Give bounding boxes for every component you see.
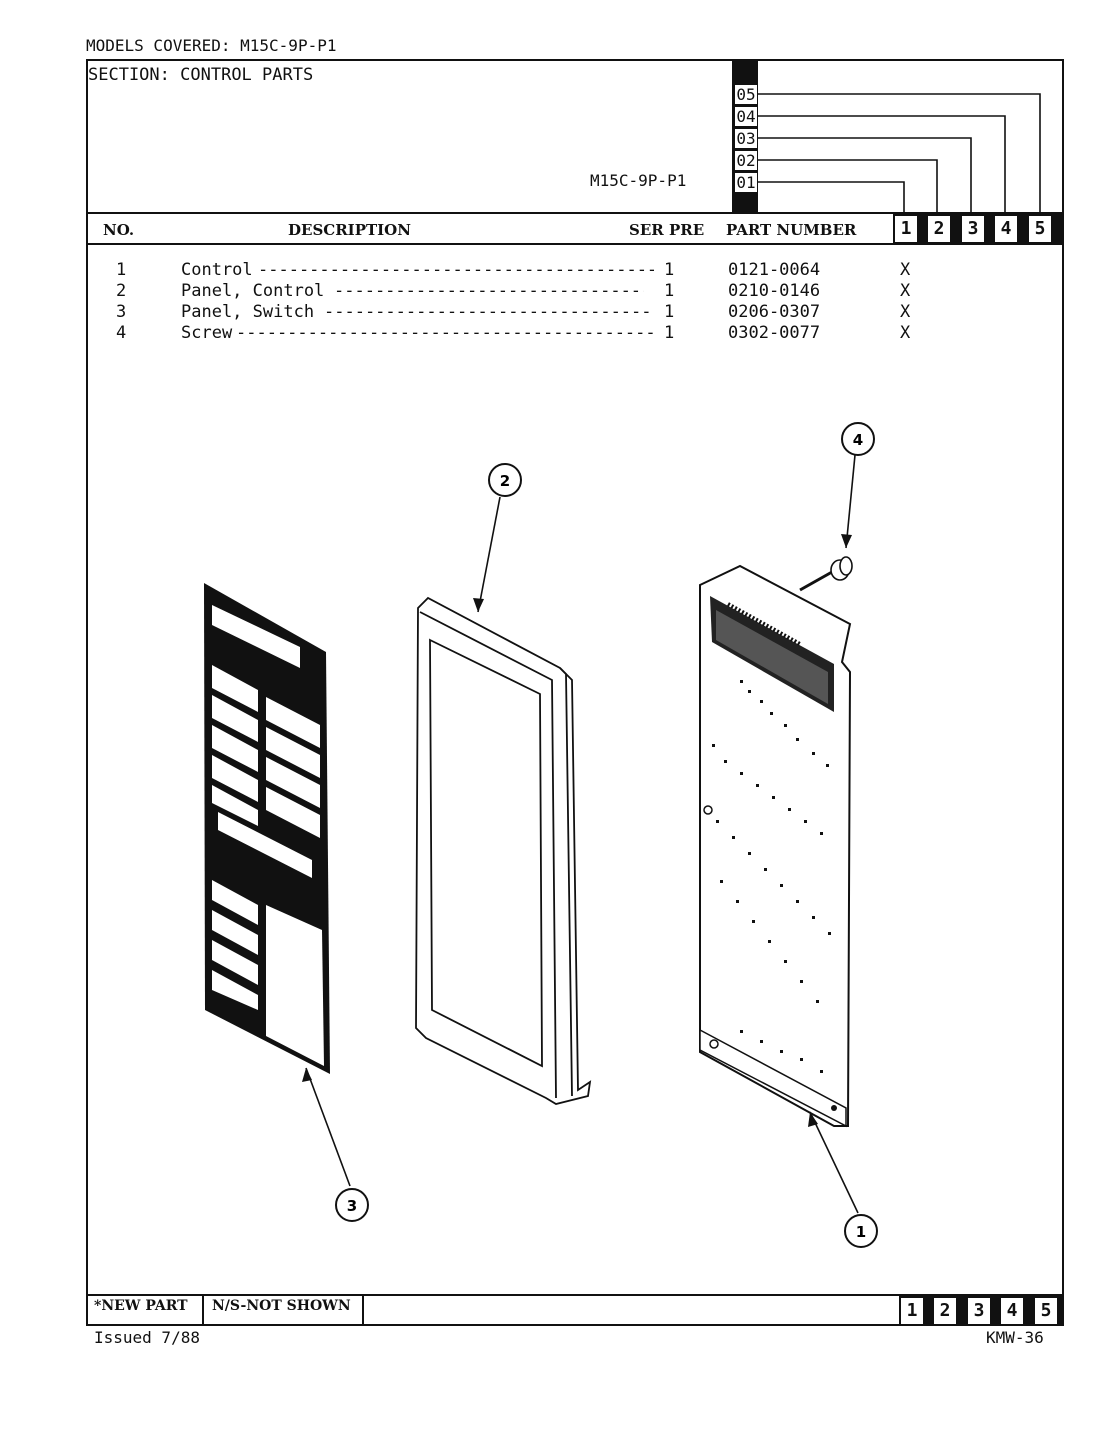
- callout-label: 1: [856, 1223, 866, 1241]
- column-header-part-number: PART NUMBER: [726, 221, 857, 239]
- section-title: SECTION: CONTROL PARTS: [88, 65, 314, 85]
- callout-label: 3: [347, 1197, 357, 1215]
- callout-leaders: [305, 454, 859, 1214]
- callout-label: 4: [853, 431, 863, 449]
- footer-model-column: 3: [966, 1298, 990, 1324]
- table-row-part-number: 0302-0077: [728, 323, 821, 343]
- legend-new-part: *NEW PART: [94, 1298, 188, 1314]
- table-row-mark: X: [900, 260, 911, 280]
- callout-label: 2: [500, 472, 510, 490]
- divider: [202, 1296, 204, 1326]
- leader-dashes: ------------------------------------: [334, 281, 644, 301]
- footer-model-column: 4: [999, 1298, 1023, 1324]
- callout-3: 3: [335, 1188, 369, 1222]
- leader-dashes: --------------------------------------: [324, 302, 654, 322]
- table-row-mark: X: [900, 302, 911, 322]
- model-column: 4: [993, 216, 1017, 242]
- table-row-qty: 1: [664, 260, 675, 280]
- table-row-qty: 1: [664, 323, 675, 343]
- model-column: 5: [1027, 216, 1051, 242]
- model-column: 3: [960, 216, 984, 242]
- divider: [86, 212, 1064, 214]
- table-row-description: Screw: [181, 323, 233, 343]
- footer-model-column: 2: [932, 1298, 956, 1324]
- table-row-part-number: 0210-0146: [728, 281, 821, 301]
- page-id: KMW-36: [986, 1328, 1044, 1347]
- control-board-drawing: [699, 564, 852, 1128]
- page-frame: [86, 59, 1064, 1326]
- leader-dashes: ----------------------------------------…: [258, 260, 654, 280]
- leader-dashes: ----------------------------------------…: [236, 323, 654, 343]
- version-code: 03: [734, 128, 758, 149]
- issued-date: Issued 7/88: [94, 1328, 200, 1347]
- model-id: M15C-9P-P1: [590, 171, 687, 190]
- divider: [86, 243, 1064, 245]
- table-row-no: 2: [116, 281, 127, 301]
- screw-drawing: [799, 556, 853, 592]
- table-row-description: Panel, Switch: [181, 302, 315, 322]
- table-row-description: Panel, Control: [181, 281, 325, 301]
- arrow-heads: [302, 534, 852, 1127]
- table-row-part-number: 0206-0307: [728, 302, 821, 322]
- column-header-no: NO.: [103, 221, 135, 239]
- divider: [86, 1294, 1064, 1296]
- model-column: 1: [893, 216, 917, 242]
- column-header-ser-pre: SER PRE: [629, 221, 705, 239]
- version-leader-lines: [758, 93, 1041, 216]
- switch-panel-drawing: [204, 583, 330, 1074]
- table-row-qty: 1: [664, 281, 675, 301]
- legend-not-shown: N/S-NOT SHOWN: [212, 1298, 351, 1314]
- table-row-no: 3: [116, 302, 127, 322]
- version-code: 02: [734, 150, 758, 171]
- callout-4: 4: [841, 422, 875, 456]
- callout-1: 1: [844, 1214, 878, 1248]
- table-row-no: 4: [116, 323, 127, 343]
- version-code: 01: [734, 172, 758, 193]
- models-covered: MODELS COVERED: M15C-9P-P1: [86, 36, 337, 55]
- footer-model-column: 5: [1033, 1298, 1057, 1324]
- divider: [362, 1296, 364, 1326]
- table-row-qty: 1: [664, 302, 675, 322]
- table-row-part-number: 0121-0064: [728, 260, 821, 280]
- table-row-description: Control: [181, 260, 253, 280]
- footer-model-column: 1: [899, 1298, 923, 1324]
- model-column: 2: [926, 216, 950, 242]
- table-row-mark: X: [900, 323, 911, 343]
- column-header-description: DESCRIPTION: [288, 221, 411, 239]
- control-panel-drawing: [415, 596, 592, 1105]
- version-code: 05: [734, 84, 758, 105]
- table-row-mark: X: [900, 281, 911, 301]
- table-row-no: 1: [116, 260, 127, 280]
- callout-2: 2: [488, 463, 522, 497]
- version-code: 04: [734, 106, 758, 127]
